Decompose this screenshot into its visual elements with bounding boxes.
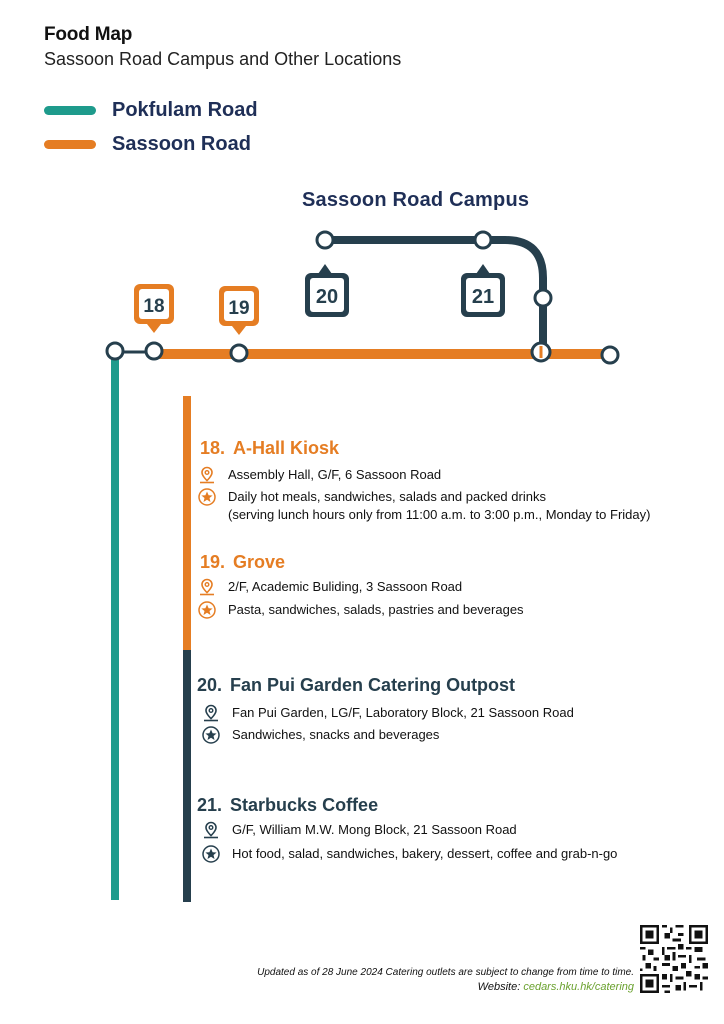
outlet-18-description-row: Daily hot meals, sandwiches, salads and … — [198, 488, 678, 526]
star-badge-icon — [202, 726, 220, 744]
outlet-19-address: 2/F, Academic Buliding, 3 Sassoon Road — [228, 579, 463, 594]
website-label: Website: — [477, 981, 524, 993]
star-badge-icon — [198, 601, 216, 619]
outlet-18-description: Daily hot meals, sandwiches, salads and … — [228, 489, 546, 504]
station-loop — [533, 288, 553, 308]
marker-19-label: 19 — [228, 298, 249, 319]
station-20 — [315, 230, 335, 250]
outlet-20-number: 20. — [197, 675, 223, 695]
outlet-20-description-row: Sandwiches, snacks and beverages — [202, 726, 682, 746]
outlet-18-title: 18. A-Hall Kiosk — [200, 438, 339, 459]
location-pin-icon — [200, 466, 214, 484]
outlet-20-description: Sandwiches, snacks and beverages — [232, 727, 440, 742]
outlet-19-name: Grove — [233, 552, 286, 572]
station-19 — [229, 343, 249, 363]
footer-note: Updated as of 28 June 2024 Catering outl… — [257, 967, 634, 978]
outlet-19-address-row: 2/F, Academic Buliding, 3 Sassoon Road — [198, 578, 678, 598]
outlet-21-address: G/F, William M.W. Mong Block, 21 Sassoon… — [232, 822, 517, 837]
outlet-18-address-row: Assembly Hall, G/F, 6 Sassoon Road — [198, 466, 678, 486]
outlet-20-address-row: Fan Pui Garden, LG/F, Laboratory Block, … — [202, 704, 682, 724]
star-badge-icon — [202, 845, 220, 863]
location-pin-icon — [204, 704, 218, 722]
page-title: Food Map — [44, 24, 133, 45]
station-pokfulam — [105, 341, 125, 361]
marker-21-label: 21 — [472, 286, 494, 308]
station-nodes — [105, 230, 620, 365]
outlet-20-title: 20. Fan Pui Garden Catering Outpost — [197, 675, 515, 696]
outlet-19-number: 19. — [200, 552, 226, 572]
marker-20: 20 — [305, 264, 349, 317]
outlet-21-name: Starbucks Coffee — [230, 795, 379, 815]
footer-website: Website: cedars.hku.hk/catering — [478, 981, 634, 993]
legend-label-pokfulam: Pokfulam Road — [112, 99, 258, 121]
station-21 — [473, 230, 493, 250]
outlet-21-description-row: Hot food, salad, sandwiches, bakery, des… — [202, 845, 682, 865]
outlet-20-name: Fan Pui Garden Catering Outpost — [230, 675, 516, 695]
outlet-20-address: Fan Pui Garden, LG/F, Laboratory Block, … — [232, 705, 574, 720]
campus-loop-line — [325, 236, 547, 352]
marker-21: 21 — [461, 264, 505, 317]
station-end — [600, 345, 620, 365]
marker-20-label: 20 — [316, 286, 338, 308]
qr-code-icon[interactable] — [640, 925, 708, 993]
outlet-18-name: A-Hall Kiosk — [233, 438, 340, 458]
outlet-21-description: Hot food, salad, sandwiches, bakery, des… — [232, 846, 618, 861]
marker-18-label: 18 — [143, 296, 164, 317]
page-subtitle: Sassoon Road Campus and Other Locations — [44, 49, 402, 69]
orange-list-bar — [183, 396, 191, 650]
station-18 — [144, 341, 164, 361]
website-link[interactable]: cedars.hku.hk/catering — [523, 981, 634, 993]
outlet-19-description-row: Pasta, sandwiches, salads, pastries and … — [198, 601, 678, 621]
outlet-21-number: 21. — [197, 795, 223, 815]
outlet-18-note: (serving lunch hours only from 11:00 a.m… — [228, 507, 651, 522]
location-pin-icon — [204, 821, 218, 839]
legend-swatch-pokfulam — [44, 106, 96, 115]
outlet-19-description: Pasta, sandwiches, salads, pastries and … — [228, 602, 524, 617]
navy-list-bar — [183, 650, 191, 902]
marker-19: 19 — [219, 286, 259, 335]
legend-label-sassoon: Sassoon Road — [112, 133, 251, 155]
legend-swatch-sassoon — [44, 140, 96, 149]
outlet-21-title: 21. Starbucks Coffee — [197, 795, 378, 816]
location-pin-icon — [200, 578, 214, 596]
marker-18: 18 — [134, 284, 174, 333]
outlet-19-title: 19. Grove — [200, 552, 285, 573]
star-badge-icon — [198, 488, 216, 506]
campus-label: Sassoon Road Campus — [302, 189, 530, 211]
outlet-18-number: 18. — [200, 438, 226, 458]
outlet-21-address-row: G/F, William M.W. Mong Block, 21 Sassoon… — [202, 821, 682, 841]
outlet-18-address: Assembly Hall, G/F, 6 Sassoon Road — [228, 467, 442, 482]
